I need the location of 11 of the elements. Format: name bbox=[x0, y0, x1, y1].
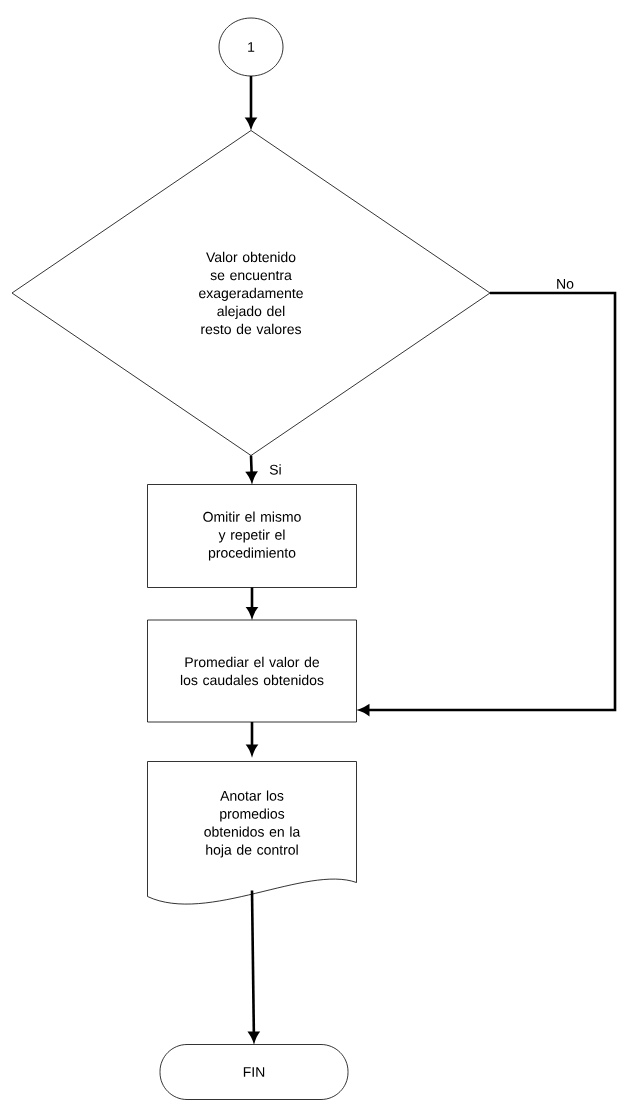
edge-label: No bbox=[557, 279, 574, 289]
arrow bbox=[359, 291, 617, 716]
process-box: Promediar el valor de los caudales obtenidos bbox=[147, 619, 357, 723]
document-shape: Anotar los promedios obtenidos en la hoja de control bbox=[147, 761, 357, 905]
arrow bbox=[246, 722, 258, 755]
arrow bbox=[245, 76, 257, 128]
edge-label: Si bbox=[269, 464, 281, 475]
arrow bbox=[246, 587, 258, 618]
process-box: Omitir el mismo y repetir el procedimiento bbox=[147, 484, 357, 588]
arrow bbox=[246, 455, 257, 482]
arrow bbox=[248, 890, 259, 1042]
